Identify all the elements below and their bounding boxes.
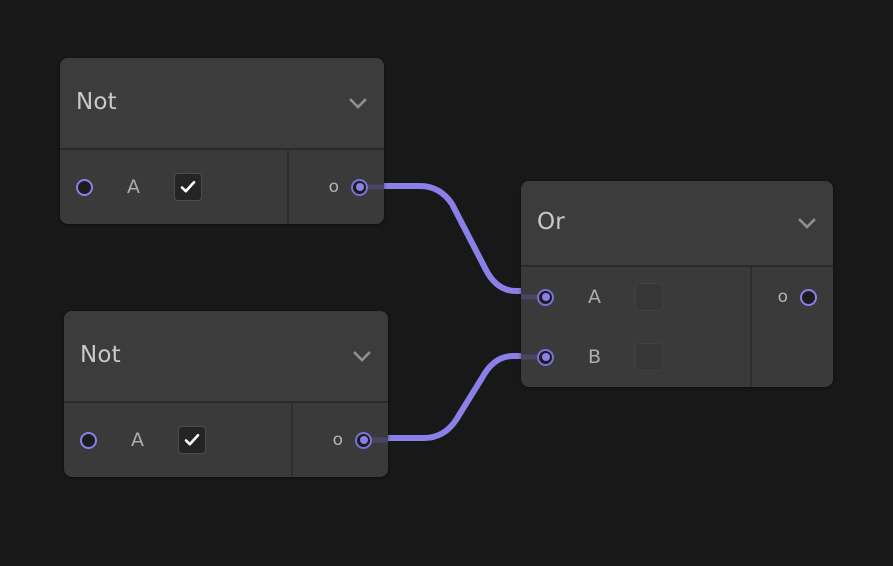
checkbox-A xyxy=(635,283,663,311)
output-ports: o xyxy=(752,267,833,387)
checkbox-B xyxy=(635,343,664,371)
output-row-o: o xyxy=(293,403,388,477)
output-label-o: o xyxy=(332,429,343,450)
node-header[interactable]: Or xyxy=(521,181,833,267)
input-row-A: A xyxy=(64,403,291,477)
output-row-o: o xyxy=(752,267,833,327)
input-port-A[interactable] xyxy=(537,288,554,306)
input-ports: A xyxy=(60,150,289,224)
node-header[interactable]: Not xyxy=(60,58,384,150)
output-port-o[interactable] xyxy=(351,178,368,196)
input-label-A: A xyxy=(131,428,144,451)
port-stub xyxy=(521,294,545,300)
chevron-down-icon[interactable] xyxy=(348,96,368,110)
input-row-B: B xyxy=(521,327,750,387)
connection-link[interactable] xyxy=(379,183,535,294)
output-label-o: o xyxy=(328,176,339,197)
node-title: Not xyxy=(80,341,121,368)
node-title: Not xyxy=(76,88,117,115)
input-port-B[interactable] xyxy=(537,348,554,366)
connection-link[interactable] xyxy=(383,353,535,441)
output-ports: o xyxy=(289,150,384,224)
input-port-A[interactable] xyxy=(76,178,93,196)
output-port-o[interactable] xyxy=(355,431,372,449)
port-stub xyxy=(364,184,384,190)
output-row-o: o xyxy=(289,150,384,224)
input-label-B: B xyxy=(588,345,602,368)
input-ports: A xyxy=(64,403,293,477)
checkbox-A[interactable] xyxy=(174,173,202,201)
output-ports: o xyxy=(293,403,388,477)
output-port-o[interactable] xyxy=(800,288,817,306)
port-stub xyxy=(368,437,388,443)
chevron-down-icon[interactable] xyxy=(352,349,372,363)
chevron-down-icon[interactable] xyxy=(797,216,817,230)
node-title: Or xyxy=(537,208,565,235)
input-port-A[interactable] xyxy=(80,431,97,449)
input-row-A: A xyxy=(60,150,287,224)
input-row-A: A xyxy=(521,267,750,327)
output-label-o: o xyxy=(777,286,788,307)
node-header[interactable]: Not xyxy=(64,311,388,403)
input-label-A: A xyxy=(127,175,140,198)
input-label-A: A xyxy=(588,285,601,308)
checkbox-A[interactable] xyxy=(178,426,206,454)
